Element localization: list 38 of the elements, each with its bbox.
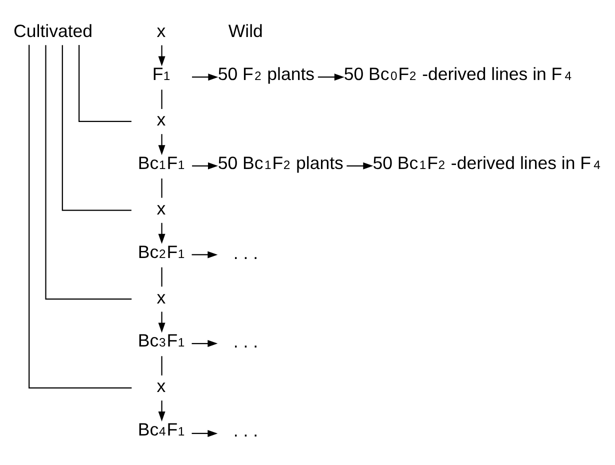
arrow [158,134,166,156]
arrow [158,312,166,333]
node-text: x [156,20,166,41]
node-text: x [156,376,166,396]
connector [161,90,162,109]
node-text: F1 [152,64,170,84]
connector [62,45,132,211]
arrow [192,430,218,437]
node-text: x [156,287,166,308]
node-text: Bc3F1 [138,330,185,351]
connector [161,267,162,287]
connector [78,45,132,122]
node-text: x [156,198,166,219]
node-text: Wild [228,20,263,41]
node-text: . . . [233,420,258,441]
node-text: 50 Bc1F2 -derived lines in F4 [372,152,600,173]
node-text: Bc1F1 [138,152,185,173]
node-text: x [156,110,166,130]
connector [45,45,132,300]
arrow [158,45,166,66]
node-text: Bc4F1 [138,419,185,440]
node-text: Cultivated [14,20,92,41]
arrow [346,162,374,170]
connector [161,178,162,198]
arrow [192,251,218,258]
node-text: 50 Bc1F2 plants [218,152,344,173]
connector [28,44,132,388]
arrow [192,340,218,348]
connector [161,356,162,376]
node-text: . . . [233,242,258,263]
node-text: . . . [233,332,258,352]
arrow [318,74,344,81]
arrow [192,162,218,170]
arrow [192,74,218,81]
node-text: 50 F2 plants [218,64,315,84]
arrow [158,400,166,422]
arrow [158,222,166,244]
node-text: Bc2F1 [138,242,185,262]
